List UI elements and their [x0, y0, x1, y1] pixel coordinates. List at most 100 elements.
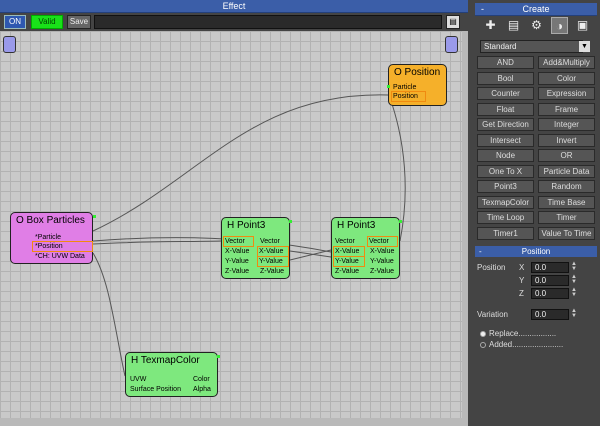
- create-panel: -Create ✚ ▤ ⚙ ◑ ▣ Standard ▼ AND Add&Mult…: [472, 0, 600, 426]
- x-label: X: [519, 263, 525, 272]
- pin[interactable]: [289, 220, 292, 223]
- port-x-in[interactable]: X-Value: [225, 248, 250, 255]
- effect-panel: Effect ON Valid Save ▤ O Position Partic…: [0, 0, 468, 426]
- operator-button-add-multiply[interactable]: Add&Multiply: [538, 56, 595, 69]
- y-field[interactable]: 0.0: [531, 275, 569, 286]
- node-h-texmapcolor[interactable]: H TexmapColor UVW Surface Position Color…: [125, 352, 220, 397]
- node-h-point3-b[interactable]: H Point3 Vector X-Value Y-Value Z-Value …: [331, 217, 402, 279]
- operator-button-color[interactable]: Color: [538, 71, 595, 85]
- collapse-icon[interactable]: -: [481, 4, 484, 14]
- pick-icon[interactable]: ▤: [446, 15, 460, 29]
- wire-hp2-to-oposition: [389, 97, 406, 242]
- variation-field[interactable]: 0.0: [531, 309, 569, 320]
- operator-button-frame[interactable]: Frame: [538, 102, 595, 116]
- operator-button-point3[interactable]: Point3: [477, 180, 534, 193]
- operator-button-random[interactable]: Random: [538, 180, 595, 193]
- operator-button-time-loop[interactable]: Time Loop: [477, 211, 534, 224]
- operator-button-integer[interactable]: Integer: [538, 118, 595, 131]
- port-position[interactable]: *Position: [32, 241, 93, 252]
- z-label: Z: [519, 289, 524, 298]
- position-section-header[interactable]: - Position: [475, 246, 597, 257]
- operator-button-intersect[interactable]: Intersect: [477, 133, 534, 147]
- operator-button-time-base[interactable]: Time Base: [538, 195, 595, 209]
- wire-box-uvw-to-tex: [92, 252, 126, 377]
- port-vector-out[interactable]: Vector: [367, 236, 398, 247]
- spinner-arrows-icon[interactable]: ▲▼: [571, 287, 577, 298]
- node-h-point3-a[interactable]: H Point3 Vector X-Value Y-Value Z-Value …: [221, 217, 292, 279]
- operator-button-node[interactable]: Node: [477, 149, 534, 162]
- node-o-box-particles[interactable]: O Box Particles *Particle *Position *CH:…: [10, 212, 96, 264]
- port-vector-in[interactable]: Vector: [335, 238, 355, 245]
- save-button[interactable]: Save: [67, 15, 91, 29]
- replace-radio[interactable]: [480, 331, 486, 337]
- port-alpha[interactable]: Alpha: [193, 386, 211, 393]
- port-z-in[interactable]: Z-Value: [225, 268, 249, 275]
- node-o-position[interactable]: O Position Particle Position: [387, 64, 447, 106]
- y-label: Y: [519, 276, 525, 285]
- z-field[interactable]: 0.0: [531, 288, 569, 299]
- port-position[interactable]: Position: [391, 91, 426, 102]
- add-list-icon[interactable]: ▤: [507, 18, 520, 32]
- valid-button[interactable]: Valid: [31, 15, 63, 29]
- operator-button-and[interactable]: AND: [477, 56, 534, 69]
- x-field[interactable]: 0.0: [531, 262, 569, 273]
- cube-icon[interactable]: ▣: [576, 18, 589, 32]
- port-x-out[interactable]: X-Value: [257, 246, 289, 257]
- input-port-tab[interactable]: [3, 36, 16, 53]
- operator-button-bool[interactable]: Bool: [477, 71, 534, 85]
- on-button[interactable]: ON: [4, 15, 26, 29]
- operator-button-counter[interactable]: Counter: [477, 87, 534, 100]
- port-z-in[interactable]: Z-Value: [335, 268, 359, 275]
- port-x-in[interactable]: X-Value: [333, 246, 365, 257]
- added-radio[interactable]: [480, 342, 486, 348]
- port-y-in[interactable]: Y-Value: [333, 256, 365, 267]
- position-label: Position: [477, 263, 506, 272]
- port-y-out[interactable]: Y-Value: [257, 256, 289, 267]
- port-y-out[interactable]: Y-Value: [370, 258, 394, 265]
- port-particle[interactable]: Particle: [393, 84, 417, 91]
- create-title: -Create: [475, 3, 597, 16]
- operator-button-one-to-x[interactable]: One To X: [477, 164, 534, 178]
- operator-button-float[interactable]: Float: [477, 102, 534, 116]
- port-color[interactable]: Color: [193, 376, 210, 383]
- port-vector-out[interactable]: Vector: [260, 238, 280, 245]
- wire-box-position-to-hp1: [92, 240, 222, 245]
- port-z-out[interactable]: Z-Value: [370, 268, 394, 275]
- node-canvas[interactable]: O Position Particle Position O Box Parti…: [0, 31, 468, 426]
- operator-button-get-direction[interactable]: Get Direction: [477, 118, 534, 131]
- effect-toolbar: ON Valid Save ▤: [0, 13, 468, 31]
- operator-button-value-to-time[interactable]: Value To Time: [538, 226, 595, 240]
- replace-label: Replace.................: [489, 329, 557, 338]
- operator-button-invert[interactable]: Invert: [538, 133, 595, 147]
- operator-button-expression[interactable]: Expression: [538, 87, 595, 100]
- category-dropdown[interactable]: Standard ▼: [480, 40, 590, 53]
- port-particle[interactable]: *Particle: [35, 234, 62, 241]
- operator-button-texmapcolor[interactable]: TexmapColor: [477, 195, 534, 209]
- pin[interactable]: [217, 355, 220, 358]
- operator-button-timer[interactable]: Timer: [538, 211, 595, 224]
- pin[interactable]: [93, 215, 96, 218]
- port-uvw-data[interactable]: *CH: UVW Data: [35, 253, 85, 260]
- chevron-down-icon[interactable]: ▼: [579, 41, 590, 52]
- port-vector-in[interactable]: Vector: [223, 236, 254, 247]
- port-z-out[interactable]: Z-Value: [260, 268, 284, 275]
- pin[interactable]: [387, 85, 390, 88]
- operator-button-or[interactable]: OR: [538, 149, 595, 162]
- port-x-out[interactable]: X-Value: [370, 248, 395, 255]
- pin[interactable]: [399, 220, 402, 223]
- spinner-arrows-icon[interactable]: ▲▼: [571, 308, 577, 319]
- collapse-icon[interactable]: -: [479, 247, 482, 256]
- operator-button-timer1[interactable]: Timer1: [477, 226, 534, 240]
- spinner-arrows-icon[interactable]: ▲▼: [571, 274, 577, 285]
- effect-name-field[interactable]: [94, 15, 442, 29]
- port-y-in[interactable]: Y-Value: [225, 258, 249, 265]
- add-operator-icon[interactable]: ✚: [485, 18, 496, 32]
- paint-icon[interactable]: ◑: [551, 17, 568, 34]
- gear-icon[interactable]: ⚙: [531, 18, 542, 32]
- port-uvw[interactable]: UVW: [130, 376, 147, 383]
- spinner-arrows-icon[interactable]: ▲▼: [571, 261, 577, 272]
- node-title: H Point3: [337, 220, 376, 231]
- port-surface-position[interactable]: Surface Position: [130, 386, 181, 393]
- operator-button-particle-data[interactable]: Particle Data: [538, 164, 595, 178]
- output-port-tab[interactable]: [445, 36, 458, 53]
